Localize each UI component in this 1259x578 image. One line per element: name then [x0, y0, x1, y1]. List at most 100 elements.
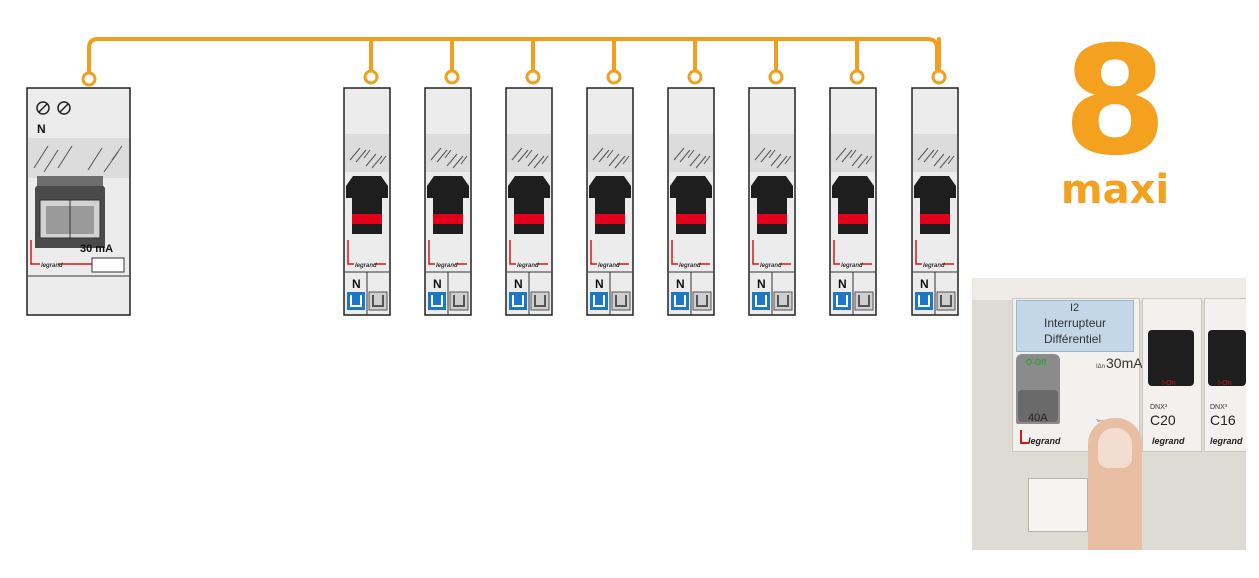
- neutral-terminal-icon: [509, 292, 527, 310]
- rcd-photo: I2 Interrupteur Différentiel O-Off IΔn 3…: [972, 278, 1246, 550]
- handle-base: [757, 224, 787, 234]
- brand-mark: [752, 240, 759, 265]
- breaker-handle: [508, 176, 550, 198]
- phase-terminal-icon: [368, 291, 388, 311]
- wire-terminal: [444, 69, 460, 85]
- terminal-clamp: [350, 295, 362, 307]
- breaker-brand: legrand: [679, 263, 701, 269]
- terminal-clamp: [940, 295, 952, 307]
- photo-label-window: [1016, 300, 1134, 352]
- phase-terminal-icon: [692, 291, 712, 311]
- photo-rating: 40A: [1028, 412, 1048, 424]
- rcd-test-button: [91, 257, 125, 273]
- neutral-mark: N: [352, 277, 361, 291]
- wire-terminal: [81, 71, 97, 87]
- supply-bus: [87, 37, 941, 79]
- breaker-brand: legrand: [355, 263, 377, 269]
- neutral-mark: N: [676, 277, 685, 291]
- breaker-window: [750, 134, 794, 172]
- brand-mark: [833, 240, 840, 265]
- wire-terminal: [849, 69, 865, 85]
- photo-idn: IΔn: [1096, 364, 1106, 370]
- phase-terminal-icon: [449, 291, 469, 311]
- breaker-brand: legrand: [760, 263, 782, 269]
- wire-terminal: [768, 69, 784, 85]
- brand-mark: [347, 240, 354, 265]
- photo-breaker-2-rating: C16: [1210, 412, 1236, 428]
- photo-breaker-1-state: I-On: [1162, 380, 1176, 387]
- handle-base: [838, 224, 868, 234]
- rcd-neutral-mark: N: [37, 122, 46, 136]
- photo-breaker-1-brand: legrand: [1152, 436, 1185, 446]
- breaker-window: [913, 134, 957, 172]
- terminal-clamp: [858, 295, 870, 307]
- handle-body: [920, 198, 950, 214]
- breaker-handle: [427, 176, 469, 198]
- handle-body: [514, 198, 544, 214]
- brand-mark: [30, 240, 40, 265]
- terminal-clamp: [836, 295, 848, 307]
- handle-body: [757, 198, 787, 214]
- breaker-handle: [914, 176, 956, 198]
- max-count: 8: [1062, 15, 1168, 189]
- photo-panel-top: [972, 278, 1246, 300]
- handle-indicator: [433, 214, 463, 224]
- phase-terminal-icon: [854, 291, 874, 311]
- photo-breaker-2-handle: [1208, 330, 1246, 386]
- handle-indicator: [352, 214, 382, 224]
- terminal-clamp: [674, 295, 686, 307]
- brand-mark: [915, 240, 922, 265]
- breaker-handle: [589, 176, 631, 198]
- breaker-brand: legrand: [598, 263, 620, 269]
- photo-sensitivity: 30mA: [1106, 355, 1143, 371]
- photo-breaker-1-rating: C20: [1150, 412, 1176, 428]
- neutral-terminal-icon: [833, 292, 851, 310]
- breaker-window: [831, 134, 875, 172]
- handle-body: [595, 198, 625, 214]
- breaker-brand: legrand: [841, 263, 863, 269]
- neutral-mark: N: [595, 277, 604, 291]
- photo-label-line3: Différentiel: [1044, 332, 1102, 346]
- photo-breaker-2-brand: legrand: [1210, 436, 1243, 446]
- neutral-terminal-icon: [671, 292, 689, 310]
- breaker-window: [426, 134, 470, 172]
- brand-mark: [509, 240, 516, 265]
- max-label: maxi: [1060, 167, 1170, 213]
- photo-toggle-grip: [1018, 390, 1058, 422]
- terminal-clamp: [372, 295, 384, 307]
- neutral-mark: N: [433, 277, 442, 291]
- breaker-handle: [832, 176, 874, 198]
- handle-base: [433, 224, 463, 234]
- terminal-row: [81, 69, 947, 87]
- photo-label-line1: I2: [1070, 302, 1080, 314]
- breaker-window: [507, 134, 551, 172]
- handle-body: [352, 198, 382, 214]
- neutral-mark: N: [514, 277, 523, 291]
- breaker-row: legrandNlegrandNlegrandNlegrandNlegrandN…: [343, 87, 959, 316]
- handle-base: [352, 224, 382, 234]
- breaker-handle: [346, 176, 388, 198]
- glass-reflection: [33, 145, 123, 173]
- handle-indicator: [920, 214, 950, 224]
- neutral-mark: N: [838, 277, 847, 291]
- breaker-window: [345, 134, 389, 172]
- wire-terminal: [931, 69, 947, 85]
- photo-switch-text: O-Off: [1026, 358, 1047, 367]
- neutral-terminal-icon: [915, 292, 933, 310]
- neutral-terminal-icon: [428, 292, 446, 310]
- brand-mark: [428, 240, 435, 265]
- breaker-brand: legrand: [517, 263, 539, 269]
- wire-terminal: [687, 69, 703, 85]
- photo-breaker-2-state: I-On: [1218, 380, 1232, 387]
- photo-fingernail: [1098, 428, 1132, 468]
- phase-terminal-icon: [611, 291, 631, 311]
- handle-indicator: [514, 214, 544, 224]
- breaker-handle: [751, 176, 793, 198]
- photo-brand-mark: [1020, 430, 1029, 444]
- handle-base: [514, 224, 544, 234]
- neutral-mark: N: [757, 277, 766, 291]
